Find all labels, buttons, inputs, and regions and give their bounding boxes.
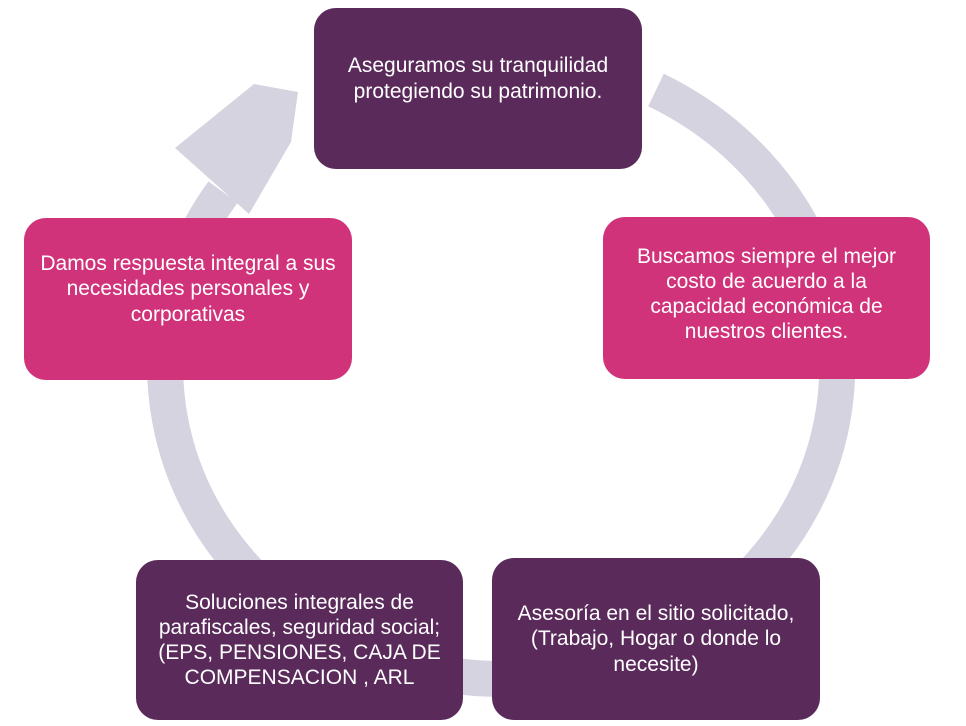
cycle-step-2: Buscamos siempre el mejor costo de acuer… — [603, 217, 930, 379]
cycle-step-5-text: Damos respuesta integral a sus necesidad… — [40, 252, 336, 326]
cycle-arrowhead — [175, 84, 298, 214]
cycle-step-3-text: Asesoría en el sitio solicitado, (Trabaj… — [517, 602, 795, 676]
cycle-step-2-text: Buscamos siempre el mejor costo de acuer… — [636, 244, 897, 344]
cycle-step-3: Asesoría en el sitio solicitado, (Trabaj… — [492, 558, 820, 720]
cycle-step-4-text: Soluciones integrales de parafiscales, s… — [158, 590, 441, 690]
cycle-step-1: Aseguramos su tranquilidad protegiendo s… — [314, 8, 642, 169]
cycle-step-1-text: Aseguramos su tranquilidad protegiendo s… — [347, 54, 609, 103]
cycle-step-5: Damos respuesta integral a sus necesidad… — [24, 218, 352, 380]
cycle-step-4: Soluciones integrales de parafiscales, s… — [136, 560, 463, 720]
